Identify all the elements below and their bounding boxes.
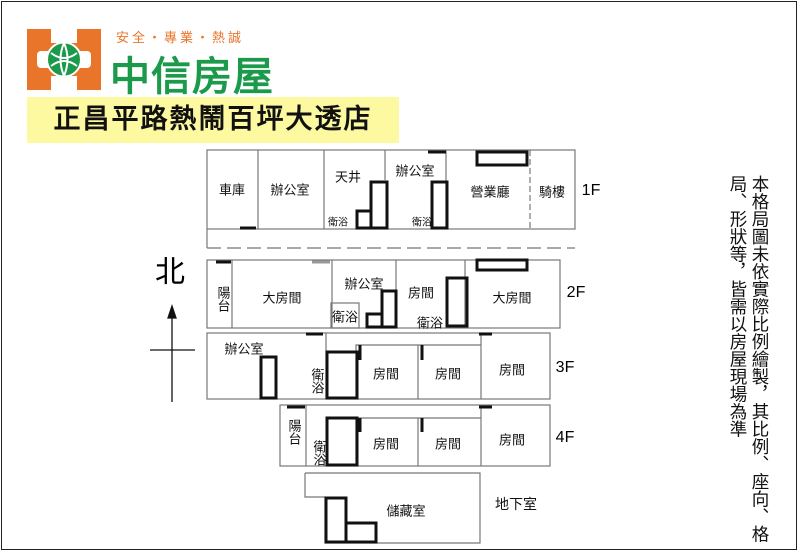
room-label: 辦公室: [344, 277, 384, 293]
room-label: 騎樓: [538, 185, 566, 201]
room-label: 房間: [498, 363, 526, 379]
floor-label-1f: 1F: [581, 182, 601, 199]
listing-title: 正昌平路熱鬧百坪大透店: [27, 97, 399, 143]
disclaimer-note: 本格局圖未依實際比例繪製，其比例、座向、格局、形狀等，皆需以房屋現場為準: [727, 175, 769, 543]
room-label: 營業廳: [470, 185, 510, 201]
room-label: 房間: [434, 367, 462, 383]
room-label: 車庫: [218, 183, 246, 199]
room-label: 大房間: [262, 291, 302, 307]
room-label: 天井: [334, 170, 362, 186]
floor-label-4f: 4F: [555, 429, 575, 446]
room-label: 房間: [372, 437, 400, 453]
floor-label-basement: 地下室: [495, 497, 537, 513]
room-label: 衛浴: [308, 368, 324, 394]
room-label: 辦公室: [224, 342, 264, 358]
room-label: 衛浴: [310, 440, 326, 466]
north-label: 北: [155, 255, 185, 290]
room-label: 衛浴: [328, 217, 348, 229]
room-label: 大房間: [492, 291, 532, 307]
room-label: 房間: [434, 437, 462, 453]
room-label: 陽台: [285, 419, 301, 445]
brand-logo-icon: [27, 29, 101, 90]
room-label: 辦公室: [270, 183, 310, 199]
brand-name: 中信房屋: [110, 54, 274, 100]
room-label: 辦公室: [395, 164, 435, 180]
room-label: 陽台: [214, 286, 230, 312]
room-label: 儲藏室: [386, 504, 426, 520]
room-label: 房間: [372, 367, 400, 383]
room-label: 衛浴: [416, 316, 444, 332]
room-label: 房間: [498, 433, 526, 449]
brand-tagline: 安全・專業・熱誠: [116, 31, 245, 46]
room-label: 房間: [407, 286, 435, 302]
floor-label-3f: 3F: [555, 359, 575, 376]
room-label: 衛浴: [331, 310, 359, 326]
room-label: 衛浴: [412, 217, 432, 229]
floor-label-2f: 2F: [566, 284, 586, 301]
